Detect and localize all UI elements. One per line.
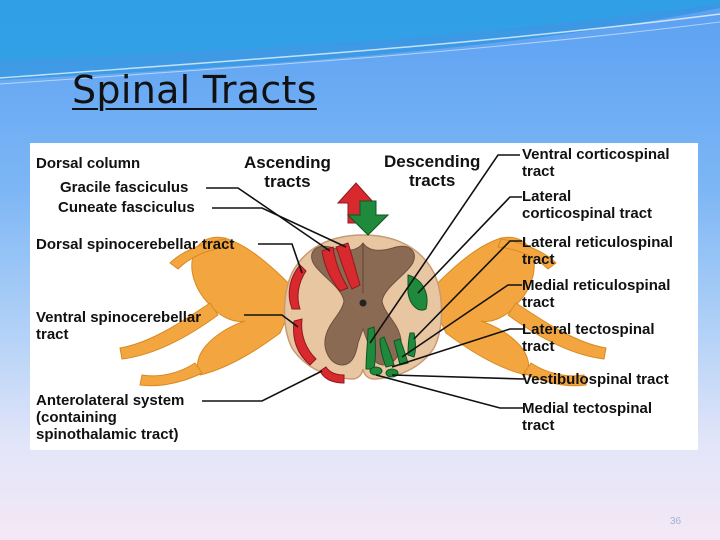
right-spinal-nerve: [427, 236, 607, 387]
label-descending-tracts: Descending tracts: [384, 152, 481, 190]
label-lateral-reticulospinal-tract: Lateral reticulospinal tract: [522, 234, 673, 268]
spinal-cord-diagram: [119, 154, 607, 409]
label-anterolateral-system: Anterolateral system (containing spinoth…: [36, 392, 185, 443]
label-ventral-spinocerebellar-tract: Ventral spinocerebellar tract: [36, 309, 202, 343]
left-leader-lines: [202, 187, 347, 402]
decorative-wave-header: [0, 0, 720, 85]
spinal-tracts-figure: Dorsal column Gracile fasciculus Cuneate…: [30, 143, 698, 450]
slide-number: 36: [670, 516, 682, 527]
label-ventral-corticospinal-tract: Ventral corticospinal tract: [522, 146, 670, 180]
label-lateral-corticospinal-tract: Lateral corticospinal tract: [522, 188, 653, 222]
central-canal: [359, 299, 367, 307]
descending-tract-areas: [365, 274, 428, 378]
label-lateral-tectospinal-tract: Lateral tectospinal tract: [522, 321, 655, 355]
label-cuneate-fasciculus: Cuneate fasciculus: [58, 199, 195, 216]
label-gracile-fasciculus: Gracile fasciculus: [60, 179, 189, 196]
slide-title: Spinal Tracts: [72, 68, 317, 112]
label-dorsal-column: Dorsal column: [36, 155, 141, 172]
label-medial-tectospinal-tract: Medial tectospinal tract: [522, 400, 653, 434]
left-spinal-nerve: [119, 236, 299, 387]
label-ascending-tracts: Ascending tracts: [244, 153, 331, 191]
label-medial-reticulospinal-tract: Medial reticulospinal tract: [522, 277, 671, 311]
ascending-tract-areas: [288, 242, 361, 384]
label-dorsal-spinocerebellar-tract: Dorsal spinocerebellar tract: [36, 236, 235, 253]
descending-arrow-icon: [346, 200, 390, 236]
right-leader-lines: [369, 154, 525, 409]
label-vestibulospinal-tract: Vestibulospinal tract: [522, 371, 669, 388]
